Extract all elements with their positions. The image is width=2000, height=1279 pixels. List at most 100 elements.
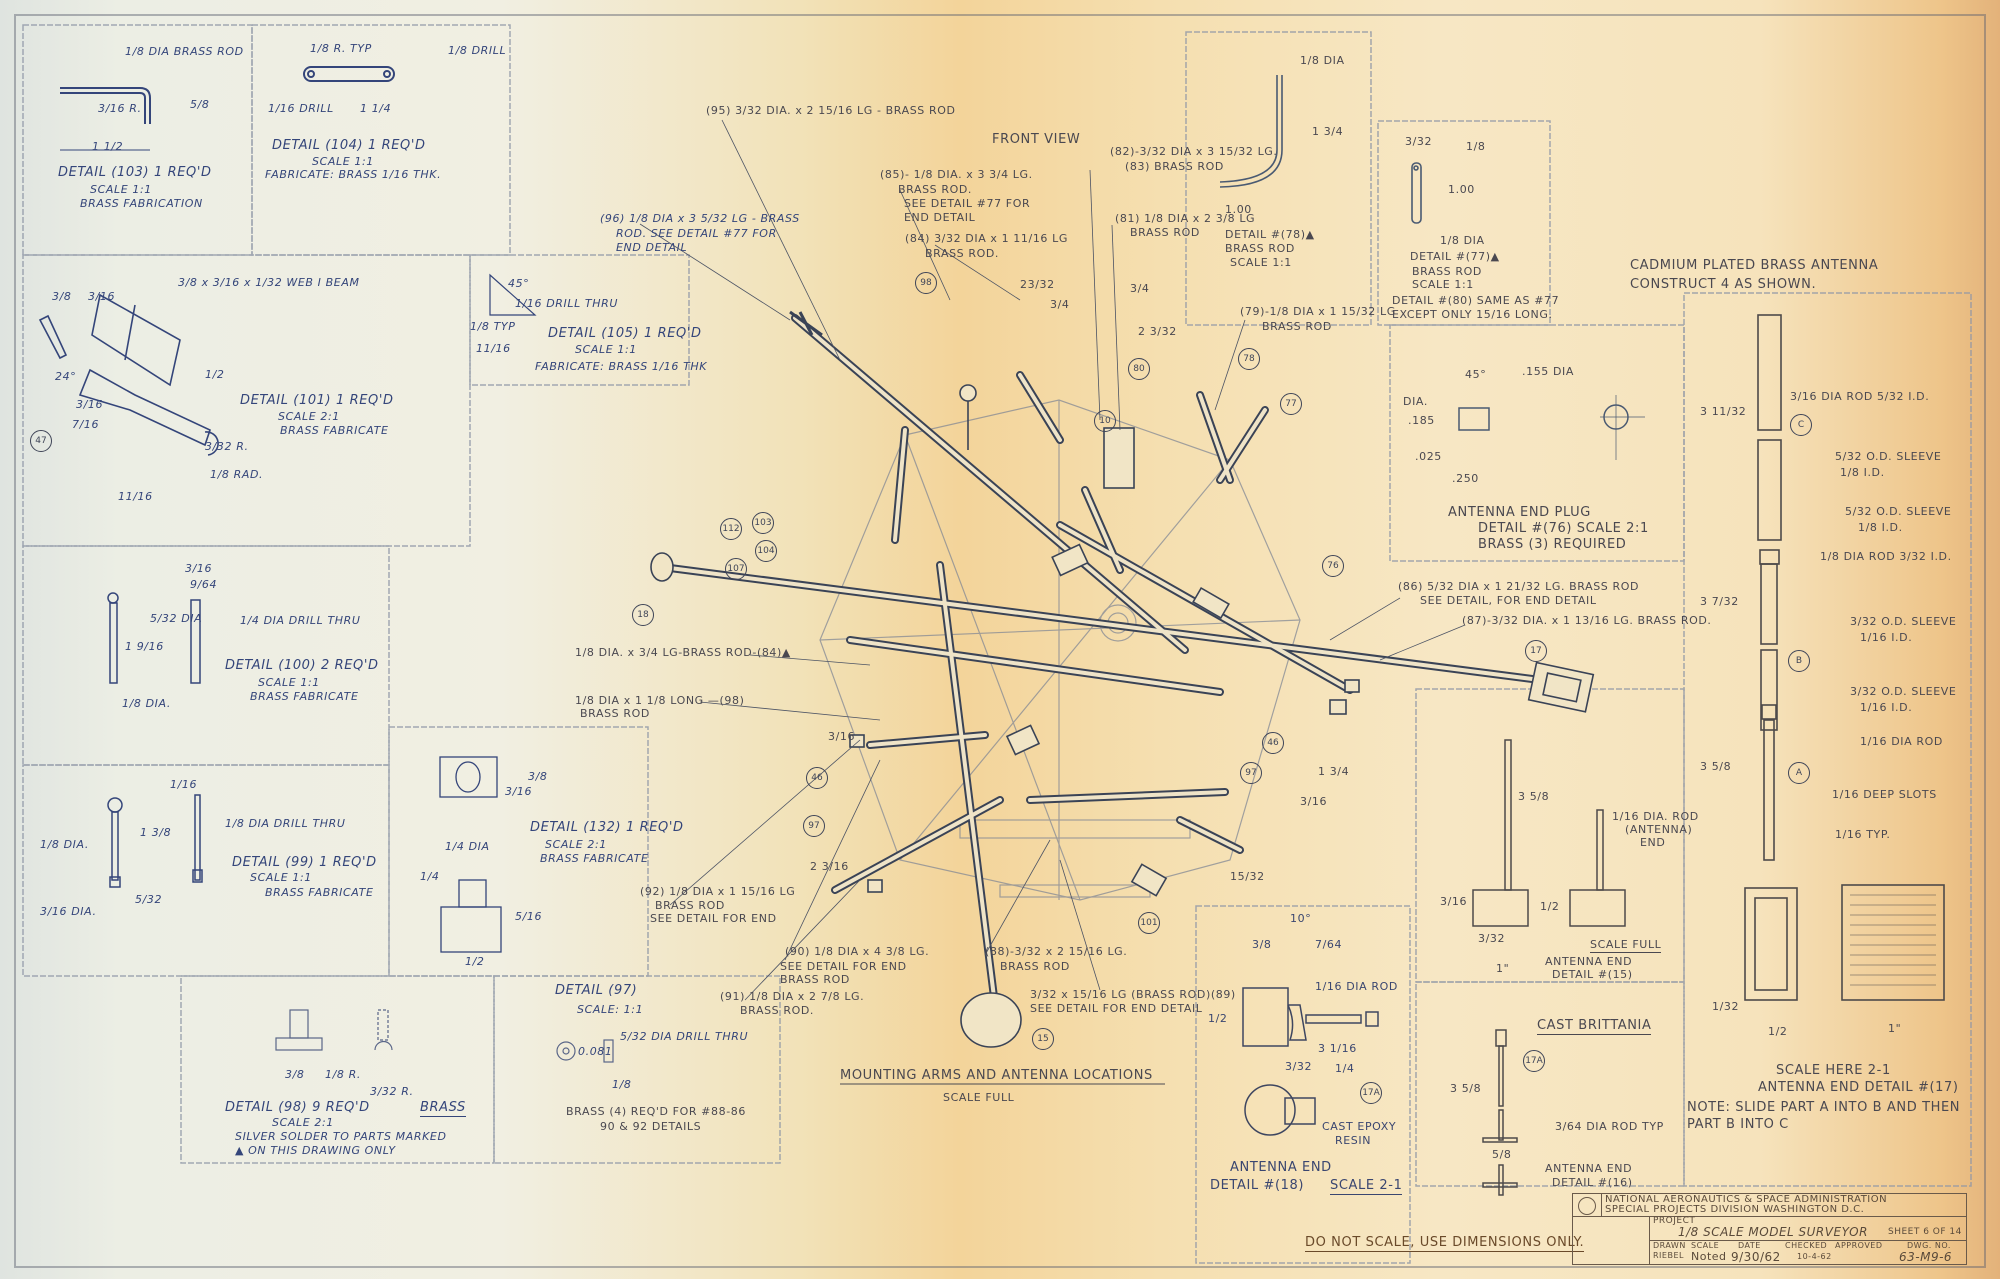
d76-dim: .185 (1408, 414, 1435, 427)
d97-note: 5/32 DIA DRILL THRU (620, 1030, 749, 1043)
d17-label: 3/16 DIA ROD 5/32 I.D. (1790, 390, 1930, 403)
assembly-scale: SCALE FULL (943, 1091, 1015, 1104)
date-label: DATE (1738, 1241, 1761, 1250)
callout-91-note: (91) 1/8 DIA x 2 7/8 LG. (720, 990, 865, 1003)
detail-98-97-shapes (275, 1009, 614, 1063)
do-not-scale-note: DO NOT SCALE, USE DIMENSIONS ONLY. (1305, 1235, 1585, 1253)
d17-label: 1/16 DIA ROD (1860, 735, 1943, 748)
d132-dim: 1/4 (420, 870, 440, 883)
d76-dim: .250 (1452, 472, 1479, 485)
d104-title: DETAIL (104) 1 REQ'D (272, 138, 426, 153)
d16-title: DETAIL #(16) (1552, 1176, 1633, 1189)
callout-circle: 77 (1280, 393, 1302, 415)
approved-label: APPROVED (1835, 1241, 1883, 1250)
callout-circle: 101 (1138, 912, 1160, 934)
d76-dim: 45° (1465, 368, 1487, 381)
d77-dim: 1/8 DIA (1440, 234, 1485, 247)
nasa-seal-icon (1573, 1194, 1602, 1217)
callout-circle: 46 (806, 767, 828, 789)
d105-dim: 11/16 (476, 342, 511, 355)
callout-92-note: SEE DETAIL FOR END (650, 912, 777, 925)
d18-dim: 3/8 (1252, 938, 1272, 951)
d101-title: DETAIL (101) 1 REQ'D (240, 393, 394, 408)
part-a-callout: A (1788, 762, 1810, 784)
d17-title: ANTENNA END DETAIL #(17) (1758, 1080, 1959, 1095)
panel-borders (22, 24, 1972, 1264)
d97-dim: 1/8 (612, 1078, 632, 1091)
d80-note: DETAIL #(80) SAME AS #77 (1392, 294, 1560, 307)
d18-dim: 7/64 (1315, 938, 1343, 951)
scale-value: Noted (1691, 1250, 1727, 1263)
dimension: 3/4 (1050, 298, 1070, 311)
d99-dim: 5/32 (135, 893, 163, 906)
detail-101-shape (38, 293, 219, 456)
d103-note: 1/8 DIA BRASS ROD (125, 45, 244, 58)
d16-dim: 5/8 (1492, 1148, 1512, 1161)
d15-scale: SCALE FULL (1590, 938, 1662, 953)
assembly-note: PART B INTO C (1687, 1117, 1789, 1132)
d17-label: 5/32 O.D. SLEEVE (1845, 505, 1952, 518)
d100-note: 1/4 DIA DRILL THRU (240, 614, 361, 627)
dwg-label: DWG. NO. (1907, 1241, 1951, 1250)
antenna-note: CADMIUM PLATED BRASS ANTENNA (1630, 258, 1879, 273)
d78-dim: 1.00 (1225, 203, 1252, 216)
detail-104-shape (303, 66, 395, 82)
d103-scale: SCALE 1:1 (90, 183, 152, 196)
d97-title: DETAIL (97) (555, 983, 638, 998)
agency-line-2: SPECIAL PROJECTS DIVISION WASHINGTON D.C… (1605, 1204, 1865, 1215)
callout-circle: 107 (725, 558, 747, 580)
callout-98-note: 1/8 DIA x 1 1/8 LONG —(98) (575, 694, 745, 707)
d100-dim: 3/16 (185, 562, 213, 575)
d105-note: 1/16 DRILL THRU (515, 297, 618, 310)
d99-dim: 3/16 DIA. (40, 905, 97, 918)
dimension: 1 3/4 (1318, 765, 1350, 778)
d76-title: ANTENNA END PLUG (1448, 505, 1591, 520)
d105-scale: SCALE 1:1 (575, 343, 637, 356)
callout-87-note: (87)-3/32 DIA. x 1 13/16 LG. BRASS ROD. (1462, 614, 1712, 627)
d104-dim: 1/16 DRILL (268, 102, 334, 115)
d16-dim: 3 5/8 (1450, 1082, 1482, 1095)
callout-91-note: BRASS ROD. (740, 1004, 814, 1017)
d97-dim: 0.081 (578, 1045, 613, 1058)
d17-label: 1/16 I.D. (1860, 701, 1913, 714)
d17-label: 1/8 I.D. (1858, 521, 1903, 534)
d78-scale: SCALE 1:1 (1230, 256, 1292, 269)
d77-title: DETAIL #(77)▲ (1410, 250, 1500, 263)
d76-dim: .025 (1415, 450, 1442, 463)
d78-dim: 1/8 DIA (1300, 54, 1345, 67)
d103-title: DETAIL (103) 1 REQ'D (58, 165, 212, 180)
d132-dim: 3/8 (528, 770, 548, 783)
d100-dim: 9/64 (190, 578, 218, 591)
callout-86-note: (86) 5/32 DIA x 1 21/32 LG. BRASS ROD (1398, 580, 1640, 593)
d104-dim: 1 1/4 (360, 102, 392, 115)
callout-90-note: (90) 1/8 DIA x 4 3/8 LG. (785, 945, 930, 958)
callout-84-note: BRASS ROD. (925, 247, 999, 260)
title-block: NATIONAL AERONAUTICS & SPACE ADMINISTRAT… (1572, 1193, 1967, 1265)
d101-dim: 3/32 R. (205, 440, 249, 453)
d132-scale: SCALE 2:1 (545, 838, 607, 851)
assembly-note: NOTE: SLIDE PART A INTO B AND THEN (1687, 1100, 1961, 1115)
callout-96-note: ROD. SEE DETAIL #77 FOR (616, 227, 777, 240)
d105-dim: 1/8 TYP (470, 320, 516, 333)
d100-dim: 1 9/16 (125, 640, 164, 653)
d18-label: CAST EPOXY (1322, 1120, 1397, 1133)
d76-material: BRASS (3) REQUIRED (1478, 537, 1627, 552)
d103-dim: 5/8 (190, 98, 210, 111)
callout-92-note: (92) 1/8 DIA x 1 15/16 LG (640, 885, 796, 898)
d18-dim: 1/2 (1208, 1012, 1228, 1025)
dimension: 2 3/32 (1138, 325, 1177, 338)
checked-label: CHECKED (1785, 1241, 1828, 1250)
callout-85-note: SEE DETAIL #77 FOR (904, 197, 1031, 210)
callout-79-note: (79)-1/8 DIA x 1 15/32 LG (1240, 305, 1396, 318)
d99-title: DETAIL (99) 1 REQ'D (232, 855, 377, 870)
callout-95-note: (95) 3/32 DIA. x 2 15/16 LG - BRASS ROD (706, 104, 956, 117)
antenna-note: CONSTRUCT 4 AS SHOWN. (1630, 277, 1817, 292)
d18-dim: 3 1/16 (1318, 1042, 1357, 1055)
d105-dim: 45° (508, 277, 530, 290)
d77-dim: 3/32 (1405, 135, 1433, 148)
callout-81-note: BRASS ROD (1130, 226, 1200, 239)
callout-circle: 76 (1322, 555, 1344, 577)
d16-title: ANTENNA END (1545, 1162, 1633, 1175)
d16-title: CAST BRITTANIA (1537, 1018, 1652, 1036)
d100-material: BRASS FABRICATE (250, 690, 359, 703)
